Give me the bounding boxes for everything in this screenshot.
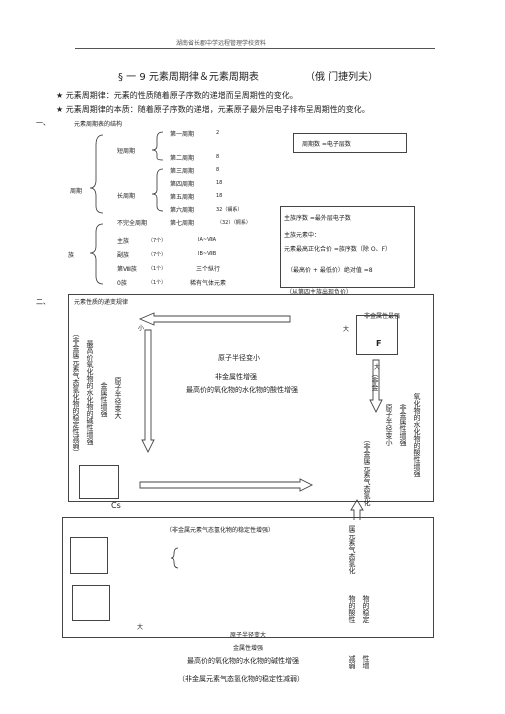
bottom-basicity-stronger: 最高价的氧化物的水化物的碱性增强	[187, 657, 299, 665]
part3-right-hydride: 属元素气态氢化	[348, 525, 356, 574]
part2-frame	[68, 294, 434, 502]
period-7-count: （32）（锕系）	[217, 220, 251, 226]
group-0-label: 0族	[117, 280, 127, 287]
right-nonmetal-vertical: 非金属性增强	[399, 404, 407, 446]
label-big-right: 大	[343, 326, 350, 333]
cesium-symbol: Cs	[111, 501, 121, 510]
arrow-down-right	[369, 359, 383, 414]
group-main-label: 主族	[117, 238, 130, 245]
period-4-label: 第四周期	[170, 181, 195, 188]
bottom-stronger-vertical: 性增	[362, 655, 370, 669]
part3-hydride-stronger: （非金属元素气态氢化物的稳定性增强）	[166, 527, 275, 534]
period-6-label: 第六周期	[170, 207, 195, 214]
period-4-count: 18	[216, 180, 223, 186]
label-zhouqi: 周期	[70, 188, 83, 195]
period-number-rule: 周期数 =电子层数	[302, 141, 351, 148]
part1-marker: 一、	[36, 119, 50, 127]
bullet-periodic-law: ★ 元素周期律：元素的性质随着原子序数的递增而呈周期性的变化。	[56, 91, 298, 100]
period-1-label: 第一周期	[170, 131, 195, 138]
main-group-rule-2: 主族元素中：	[284, 232, 321, 239]
negative-valence-caption: （从第四主族出现负价）	[286, 289, 353, 296]
right-hydride-vertical: （非金属元素气态氢化	[363, 436, 371, 506]
part3-left-cell-2	[72, 585, 110, 621]
group-brace	[89, 223, 104, 285]
part3-frame	[62, 517, 434, 638]
group-0-range: 稀有气体元素	[190, 280, 227, 287]
part3-right-stability: 物的稳定	[362, 595, 370, 623]
main-group-rules-box: 主族序数 =最外层电子数 主族元素中： 元素最高正化合价 =族序数（除 O、F）…	[280, 206, 415, 288]
part1-heading: 元素周期表的结构	[74, 121, 123, 128]
arrow-horizontal-right	[139, 478, 314, 492]
center-nonmetal-stronger: 非金属性增强	[215, 373, 257, 381]
short-period-brace	[151, 131, 164, 161]
label-short-period: 短周期	[117, 148, 136, 155]
bottom-hydride-weaker: （非金属元素气态氢化物的稳定性减弱）	[178, 675, 304, 683]
group-sub-count: （7个）	[148, 252, 167, 258]
period-5-label: 第五周期	[170, 194, 195, 201]
section-title-note: （俄 门捷列夫）	[305, 72, 379, 83]
left-metallic-vertical: 金属性增强	[100, 382, 108, 417]
group-main-count: （7个）	[148, 238, 167, 244]
group-sub-range: ⅠB~ⅦB	[198, 251, 217, 257]
label-nonmetal-strongest: 非金属性最强	[364, 313, 401, 320]
right-nonmetal-partial: （非金	[371, 370, 379, 391]
part3-brace	[170, 547, 179, 569]
period-6-count: 32（镧系）	[216, 207, 243, 213]
header-rule	[75, 48, 435, 49]
center-acidity-stronger: 最高价的氧化物的水化物的酸性增强	[186, 386, 298, 394]
right-radius-vertical: 原子半径变小	[385, 404, 393, 446]
group-sub-label: 副族	[117, 252, 130, 259]
label-incomplete-period: 不完全周期	[117, 220, 148, 227]
left-basicity-vertical: 最高价氧化物的水化物的碱性增强	[86, 340, 94, 445]
label-zu: 族	[68, 252, 75, 259]
part3-right-acidity: 物的酸性	[348, 595, 356, 623]
group-0-count: （1个）	[148, 280, 167, 286]
period-1-count: 2	[216, 130, 220, 136]
fluorine-symbol: F	[376, 339, 382, 348]
period-5-count: 18	[216, 193, 223, 199]
label-small: 小	[138, 325, 145, 332]
arrow-up-right	[350, 499, 364, 520]
period-7-label: 第七周期	[170, 220, 195, 227]
main-group-rule-1: 主族序数 =最外层电子数	[284, 215, 351, 222]
fluorine-cell	[356, 315, 398, 355]
part3-left-cell	[70, 537, 108, 574]
period-number-box: 周期数 =电子层数	[293, 133, 407, 153]
group-8-count: （1个）	[148, 266, 167, 272]
part2-heading: 元素性质的递变规律	[74, 299, 129, 306]
period-2-label: 第二周期	[170, 155, 195, 162]
arrow-down-left	[141, 329, 155, 454]
group-8-label: 第Ⅷ族	[117, 266, 137, 273]
period-3-count: 8	[216, 167, 220, 173]
bottom-weaker-vertical: 减弱	[348, 655, 356, 669]
group-main-range: ⅠA~ⅦA	[198, 237, 217, 243]
right-acidity-vertical: 氧化物的水化物的酸性增强	[413, 393, 421, 477]
part3-big-label: 大	[137, 624, 144, 631]
main-group-rule-4: （最高价 + 最低价）绝对值 =8	[287, 267, 373, 274]
period-2-count: 8	[216, 154, 220, 160]
left-radius-vertical: 原子半径变大	[114, 377, 122, 419]
label-long-period: 长周期	[117, 193, 136, 200]
left-hydride-stability-vertical: （非金属元素气态氢化物的稳定性减弱）	[72, 330, 80, 456]
section-title: § 一 9 元素周期律＆元素周期表	[118, 72, 259, 83]
bottom-metallic-stronger: 金属性增强	[233, 645, 264, 652]
right-big-label: 大	[374, 364, 381, 371]
long-period-brace	[151, 168, 164, 212]
center-radius-smaller: 原子半径变小	[218, 354, 260, 362]
period-3-label: 第三周期	[170, 168, 195, 175]
group-8-range: 三个纵行	[196, 266, 221, 273]
cesium-cell	[79, 465, 119, 499]
arrow-horizontal-left	[138, 312, 291, 326]
page-header: 湖南省长郡中学远程管理学校资料	[176, 40, 267, 47]
main-group-rule-3: 元素最高正化合价 =族序数（除 O、F）	[284, 246, 392, 253]
part2-marker: 二、	[36, 298, 50, 306]
bullet-periodic-essence: ★ 元素周期律的本质：随着原子序数的递增，元素原子最外层电子排布呈周期性的变化。	[56, 105, 370, 114]
bottom-radius-bigger: 原子半径变大	[230, 632, 267, 639]
period-brace-outer	[89, 134, 104, 214]
